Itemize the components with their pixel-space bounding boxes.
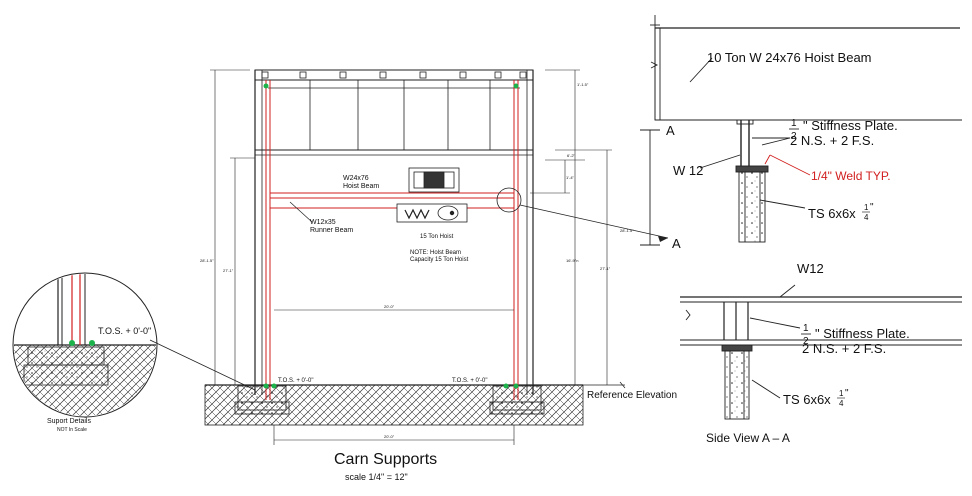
hoist-beam-callout: 10 Ton W 24x76 Hoist Beam [707, 50, 872, 65]
drawing-scale: scale 1/4" = 12" [345, 472, 408, 482]
side-view-label: Side View A – A [706, 431, 790, 445]
ts-bottom-fden: 4 [839, 399, 844, 408]
section-a-top-label: A [666, 123, 675, 138]
hoist-unit [396, 167, 468, 223]
stiffness-plate-top: " Stiffness Plate. [803, 118, 898, 133]
w24-sub-label: Hoist Beam [343, 183, 379, 190]
dim-left-outer: 28'-1.5" [200, 258, 214, 263]
dim-right-inner: 27'-1" [600, 266, 611, 271]
stiffness-plate-top-2: 2 N.S. + 2 F.S. [790, 133, 874, 148]
dim-width-mid: 20'-0" [384, 304, 395, 309]
weld-label: 1/4" Weld TYP. [811, 169, 891, 183]
note-line-2: Capacity 15 Ton Hoist [410, 257, 469, 263]
stiffness-plate-bottom-2: 2 N.S. + 2 F.S. [802, 341, 886, 356]
section-a-bottom-label: A [672, 236, 681, 251]
note-line-1: NOTE: Holst Beam [410, 250, 461, 256]
w24-label: W24x76 [343, 175, 369, 182]
ts-bottom-label: TS 6x6x [783, 392, 831, 407]
support-details-label: Suport Details [47, 418, 91, 425]
red-structure [265, 80, 519, 400]
dim-span: 6'-2" [567, 153, 576, 158]
fraction2-den: 2 [803, 336, 809, 347]
not-to-scale-label: NOT In Scale [57, 427, 87, 433]
hoist-15-label: 15 Ton Hoist [420, 234, 454, 240]
side-view-aa [680, 284, 962, 420]
tos-detail-label: T.O.S. + 0'-0" [98, 326, 151, 336]
w12-left-label: W 12 [673, 163, 703, 178]
w12-right-label: W12 [797, 261, 824, 276]
ts-top-fden: 4 [864, 213, 869, 222]
truss-ticks [261, 71, 527, 79]
ts-bottom-fnum: 1 [839, 389, 844, 398]
ts-top-label: TS 6x6x [808, 206, 856, 221]
tos-right-label: T.O.S. + 0'-0" [452, 378, 487, 384]
dim-top: 1'-1.5" [577, 82, 589, 87]
main-elevation [204, 69, 584, 426]
drawing-title: Carn Supports [334, 451, 437, 468]
dim-hoist: 1'-4" [566, 175, 575, 180]
reference-elevation-label: Reference Elevation [587, 390, 677, 401]
detail-circle [496, 187, 522, 213]
dim-left-inner: 27'-1" [223, 268, 234, 273]
stiffness-plate-bottom: " Stiffness Plate. [815, 326, 910, 341]
tos-left-label: T.O.S. + 0'-0" [278, 378, 313, 384]
fraction-num: 1 [791, 118, 797, 129]
fraction2-num: 1 [803, 323, 809, 334]
ts-top-fnum: 1 [864, 203, 869, 212]
runner-beam-label: Runner Beam [310, 227, 353, 234]
weld-leader [764, 154, 811, 176]
w12x35-label: W12x35 [310, 219, 336, 226]
fraction-den: 2 [791, 131, 797, 142]
svg-text:": " [845, 388, 849, 399]
dim-width-bottom: 20'-0" [384, 434, 395, 439]
dim-right-mid: 16'-9"n [566, 258, 578, 263]
dimension-lines [210, 69, 612, 445]
anchor-markers [263, 83, 519, 389]
dim-right-outer: 28'-1.5" [620, 228, 634, 233]
section-a-top [640, 15, 962, 246]
hoist-beam [269, 192, 515, 209]
svg-text:": " [870, 202, 874, 213]
